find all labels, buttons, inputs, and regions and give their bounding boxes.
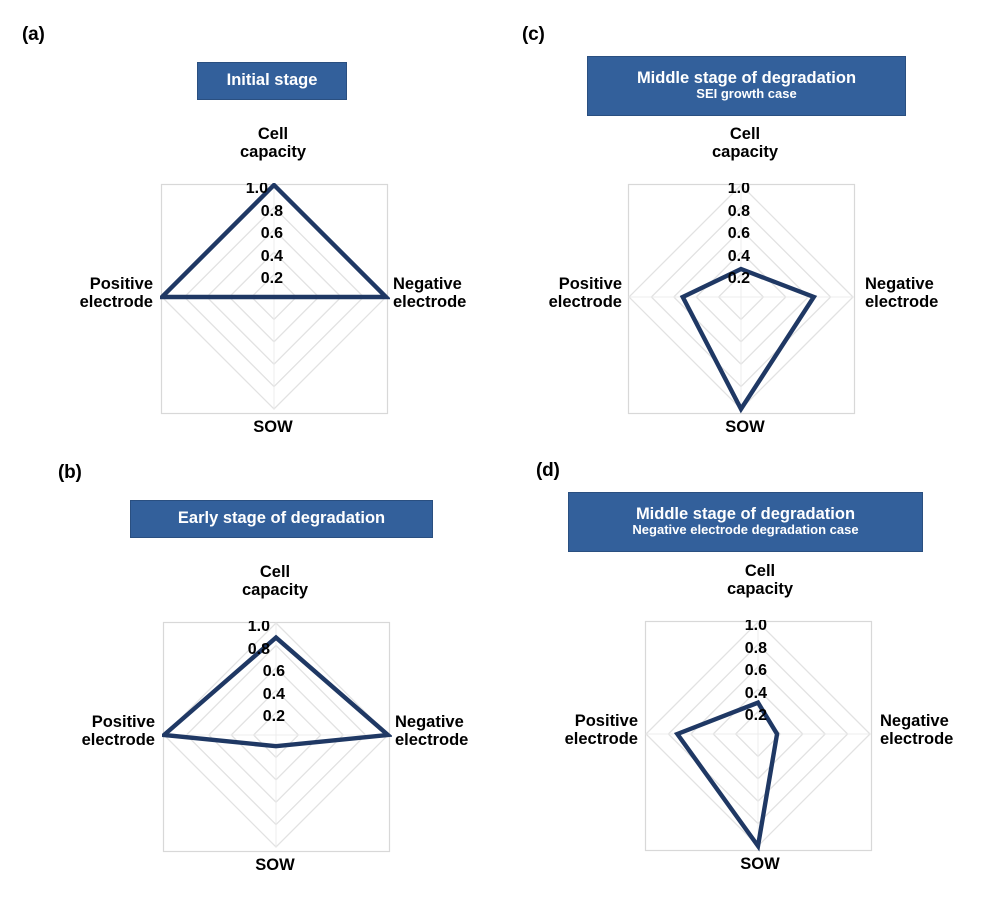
panel-b-axis-label-bottom: SOW (255, 856, 295, 874)
panel-a-title-main: Initial stage (226, 71, 318, 90)
panel-d-axis-label-bottom: SOW (740, 855, 780, 873)
panel-b-radar-svg: 1.0 0.8 0.6 0.4 0.2 (162, 621, 392, 853)
panel-c-letter: (c) (522, 24, 545, 45)
panel-a-title-banner: Initial stage (197, 62, 347, 100)
panel-b-axis-label-top: Cell capacity (241, 563, 309, 600)
panel-d-axis-label-left: Positive electrode (564, 712, 638, 749)
tick-label-4: 0.4 (263, 686, 285, 703)
tick-label-3: 0.6 (263, 663, 285, 680)
panel-b-title-main: Early stage of degradation (177, 509, 386, 528)
panel-c-title-banner: Middle stage of degradation SEI growth c… (587, 56, 906, 116)
panel-d-axis-label-right: Negative electrode (880, 712, 954, 749)
panel-d-radar-svg: 1.0 0.8 0.6 0.4 0.2 (644, 620, 873, 852)
panel-b-title-banner: Early stage of degradation (130, 500, 433, 538)
tick-label-5: 0.2 (728, 270, 750, 287)
panel-b-axis-label-right: Negative electrode (395, 713, 469, 750)
panel-c-title-main: Middle stage of degradation (636, 68, 857, 87)
panel-b: (b) Early stage of degradation Cell capa… (0, 452, 500, 903)
panel-a-radar-svg: 1.0 0.8 0.6 0.4 0.2 (160, 183, 390, 415)
panel-b-letter: (b) (58, 462, 82, 483)
tick-label-3: 0.6 (745, 662, 767, 679)
radar-series-polygon (162, 634, 392, 749)
panel-a-axis-label-left: Positive electrode (79, 275, 153, 312)
panel-d-title-main: Middle stage of degradation (635, 504, 856, 523)
panel-b-axis-label-left: Positive electrode (81, 713, 155, 750)
panel-d-title-sub: Negative electrode degradation case (632, 522, 859, 538)
tick-label-5: 0.2 (261, 270, 283, 287)
panel-c-axis-label-right: Negative electrode (865, 275, 939, 312)
panel-d-radar-chart: 1.0 0.8 0.6 0.4 0.2 (639, 620, 877, 852)
panel-a-axis-label-top: Cell capacity (239, 125, 307, 162)
panel-d-letter: (d) (536, 460, 560, 481)
panel-c-radar-chart: 1.0 0.8 0.6 0.4 0.2 (622, 183, 860, 415)
radar-series-polygon (679, 266, 818, 414)
panel-d-title-banner: Middle stage of degradation Negative ele… (568, 492, 923, 552)
panel-c-axis-label-left: Positive electrode (548, 275, 622, 312)
panel-c-axis-label-top: Cell capacity (711, 125, 779, 162)
panel-d-axis-label-top: Cell capacity (726, 562, 794, 599)
panel-a: (a) Initial stage Cell capacity Positive… (0, 0, 500, 452)
tick-label-4: 0.4 (261, 248, 283, 265)
plot-frame (644, 620, 873, 852)
tick-label-2: 0.8 (248, 641, 270, 658)
tick-label-4: 0.4 (745, 685, 767, 702)
panel-c: (c) Middle stage of degradation SEI grow… (500, 0, 1000, 452)
panel-a-axis-label-right: Negative electrode (393, 275, 467, 312)
tick-label-3: 0.6 (261, 225, 283, 242)
radar-series-polygon (673, 699, 780, 852)
panel-d: (d) Middle stage of degradation Negative… (500, 452, 1000, 903)
tick-label-1: 1.0 (248, 621, 270, 635)
panel-c-title-sub: SEI growth case (696, 86, 797, 102)
tick-label-4: 0.4 (728, 248, 750, 265)
panel-b-radar-chart: 1.0 0.8 0.6 0.4 0.2 (162, 621, 392, 853)
panel-a-axis-label-bottom: SOW (253, 418, 293, 436)
tick-label-2: 0.8 (745, 640, 767, 657)
tick-label-5: 0.2 (745, 707, 767, 724)
tick-label-3: 0.6 (728, 225, 750, 242)
radar-series-polygon (160, 183, 390, 300)
panel-a-letter: (a) (22, 24, 45, 45)
panel-c-axis-label-bottom: SOW (725, 418, 765, 436)
tick-label-5: 0.2 (263, 708, 285, 725)
plot-frame (627, 183, 856, 415)
tick-label-2: 0.8 (728, 203, 750, 220)
tick-label-1: 1.0 (745, 620, 767, 634)
tick-label-1: 1.0 (246, 183, 268, 197)
panel-c-radar-svg: 1.0 0.8 0.6 0.4 0.2 (627, 183, 856, 415)
panel-a-radar-chart: 1.0 0.8 0.6 0.4 0.2 (160, 183, 390, 415)
tick-label-2: 0.8 (261, 203, 283, 220)
tick-label-1: 1.0 (728, 183, 750, 197)
radar-spokes (164, 623, 388, 847)
